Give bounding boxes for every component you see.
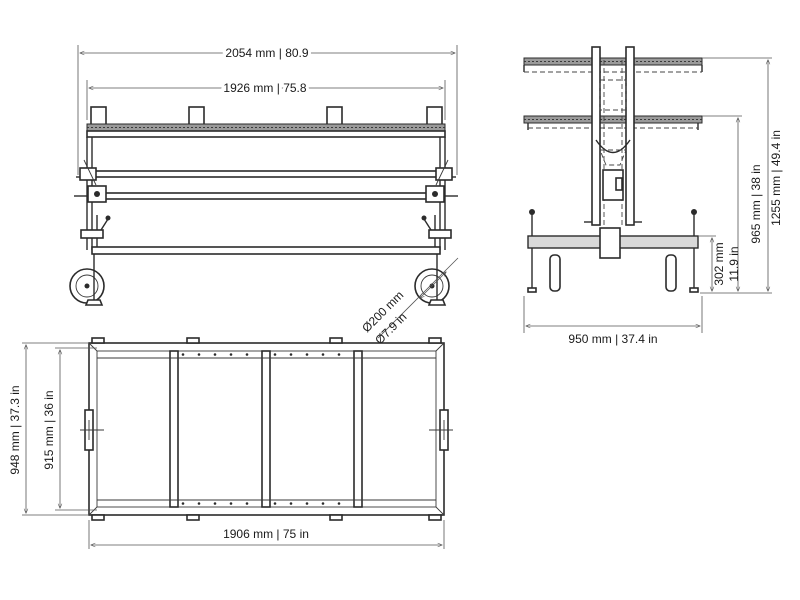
side-height-mid-label: 965 mm | 38 in (749, 164, 763, 243)
crank-fitting (79, 167, 97, 181)
side-height-base-dimension: 302 mm 11.9 in (698, 235, 741, 291)
plan-length-dimension: 1906 mm | 75 in (88, 520, 445, 549)
front-view: 2054 mm | 80.9 1926 mm | 75.8 (69, 43, 459, 347)
middle-rail (91, 192, 441, 200)
base-center-block (599, 227, 621, 259)
upper-rail (91, 170, 441, 178)
front-inner-width-dimension: 1926 mm | 75.8 (86, 78, 446, 120)
plan-length-label: 1906 mm | 75 in (223, 527, 309, 541)
side-height-base-in-label: 11.9 in (727, 246, 741, 281)
jack-handle (80, 229, 104, 239)
plan-view: 948 mm | 37.3 in 915 mm | 36 in 1906 mm … (8, 337, 453, 549)
plan-depth-inner-label: 915 mm | 36 in (42, 390, 56, 469)
side-width-dimension: 950 mm | 37.4 in (523, 296, 703, 346)
frame-tab (91, 514, 105, 521)
frame-tab (428, 514, 442, 521)
top-bracket (426, 106, 443, 126)
frame-tab (186, 337, 200, 344)
frame-tab (91, 337, 105, 344)
front-inner-width-label: 1926 mm | 75.8 (223, 81, 306, 95)
cross-member (169, 350, 179, 508)
plan-depth-outer-dimension: 948 mm | 37.3 in (8, 342, 89, 516)
bolt-row (181, 353, 341, 505)
leveling-foot (427, 299, 447, 306)
side-wheel (549, 254, 561, 292)
lower-rail (91, 246, 441, 255)
column-left (591, 46, 601, 226)
side-height-mid-dimension: 965 mm | 38 in (702, 115, 763, 291)
front-outer-width-dimension: 2054 mm | 80.9 (77, 43, 458, 175)
top-bracket (90, 106, 107, 126)
crank-fitting (435, 167, 453, 181)
plan-depth-outer-label: 948 mm | 37.3 in (8, 385, 22, 474)
side-width-label: 950 mm | 37.4 in (568, 332, 657, 346)
leveling-foot (84, 299, 104, 306)
side-view: 1255 mm | 49.4 in 965 mm | 38 in 302 mm … (523, 46, 783, 346)
frame-tab (428, 337, 442, 344)
frame-tab (329, 337, 343, 344)
side-height-total-dimension: 1255 mm | 49.4 in (700, 57, 783, 294)
top-bracket (188, 106, 205, 126)
plan-depth-inner-dimension: 915 mm | 36 in (42, 347, 97, 511)
cross-member (353, 350, 363, 508)
cross-member (261, 350, 271, 508)
front-outer-width-label: 2054 mm | 80.9 (225, 46, 308, 60)
side-wheel (665, 254, 677, 292)
side-height-total-label: 1255 mm | 49.4 in (769, 130, 783, 226)
top-bracket (326, 106, 343, 126)
frame-tab (329, 514, 343, 521)
column-right (625, 46, 635, 226)
jack-handle (428, 229, 452, 239)
side-height-base-mm-label: 302 mm (712, 242, 726, 285)
tray-frame (86, 130, 446, 138)
frame-tab (186, 514, 200, 521)
